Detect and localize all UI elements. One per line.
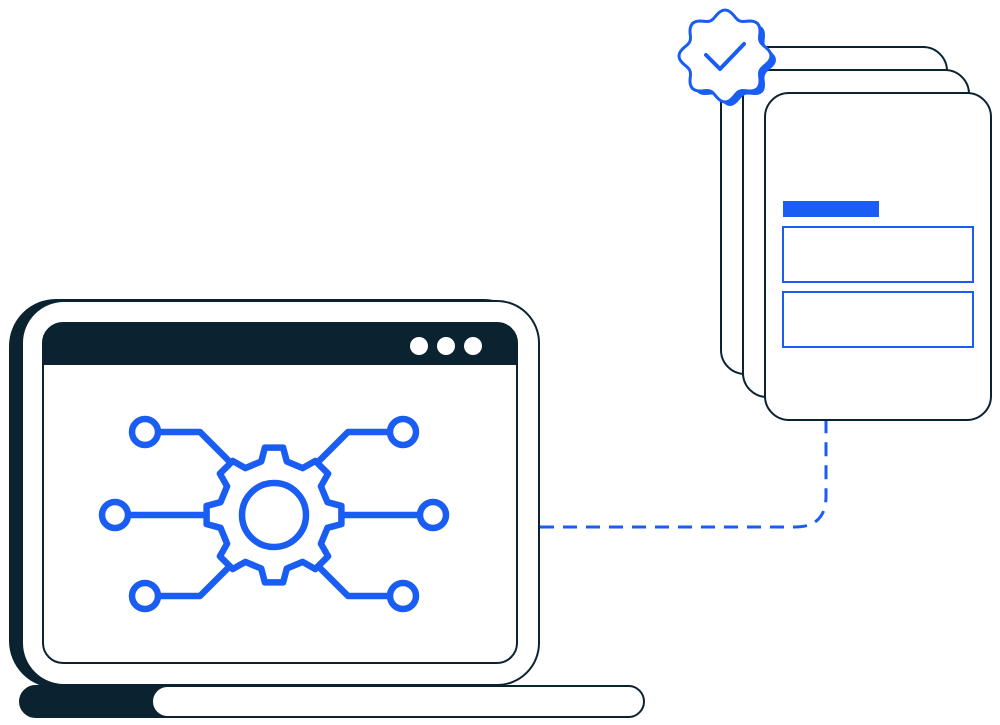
form-heading-bar [783,201,879,217]
window-dot-3 [464,337,482,355]
gear-hub [238,479,310,551]
verified-check-badge-icon [677,8,776,106]
laptop-base [151,685,645,718]
network-line-bottom-right [313,561,393,600]
network-line-bottom-left [155,561,235,600]
network-node-bottom-left [128,579,162,613]
network-node-top-left [128,415,162,449]
network-line-top-right [313,428,393,467]
gear-network-icon [98,415,450,613]
window-title-bar [43,323,517,365]
form-field-1 [782,226,974,283]
check-icon [704,42,746,71]
network-line-top-left [155,428,235,467]
document-stack-icon [720,46,992,421]
badge-shape [677,8,773,104]
network-node-top-right [386,415,420,449]
window-dot-1 [410,337,428,355]
form-field-2 [782,291,974,348]
dashed-connector [540,420,828,529]
network-node-mid-left [98,498,132,532]
network-node-bottom-right [386,579,420,613]
window-dot-2 [437,337,455,355]
network-node-mid-right [416,498,450,532]
